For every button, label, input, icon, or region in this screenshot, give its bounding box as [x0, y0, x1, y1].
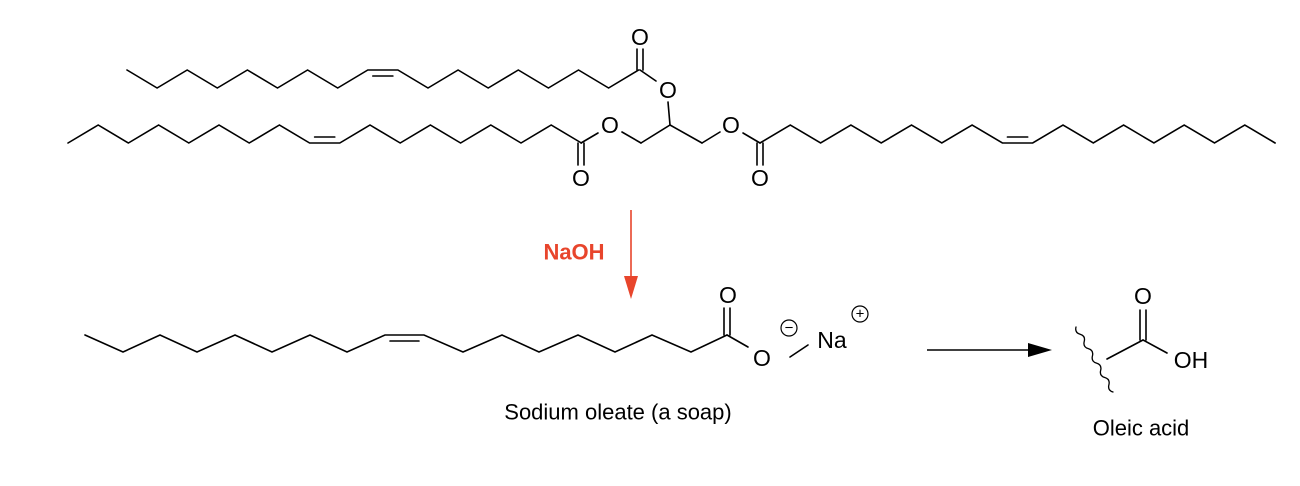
glycerol-bond: [667, 101, 671, 126]
positive-charge-sign: +: [856, 306, 865, 323]
naoh-reaction-arrow: NaOH: [543, 210, 638, 299]
sodium-oleate: O O − Na + Sodium oleate (a soap): [504, 282, 869, 425]
ester-bond: [639, 69, 657, 82]
bond-layer: [67, 48, 1276, 360]
right-carbonyl-oxygen: O: [751, 165, 769, 191]
arrow-head: [1028, 343, 1052, 357]
acid-hydroxyl: OH: [1174, 347, 1209, 373]
left-ester-oxygen: O: [601, 112, 619, 138]
reaction-arrow-head: [624, 276, 638, 299]
carboxylate-bond: [726, 334, 749, 348]
ionic-bond: [789, 344, 809, 358]
top-carbonyl-oxygen: O: [631, 24, 649, 50]
oleate-chain: [84, 334, 728, 353]
top-oleoyl-chain: [126, 69, 640, 89]
left-carbonyl-oxygen: O: [572, 165, 590, 191]
right-ester-oxygen: O: [722, 112, 740, 138]
wavy-bond-icon: [1075, 326, 1114, 393]
acid-bond: [1106, 339, 1144, 360]
left-oleoyl-chain: [67, 124, 583, 144]
acid-bond: [1142, 339, 1168, 354]
right-oleoyl-chain: [759, 124, 1276, 144]
acid-caption: Oleic acid: [1093, 416, 1190, 441]
ester-bond: [742, 132, 761, 144]
negative-charge-icon: [780, 319, 798, 337]
soap-carbonyl-oxygen: O: [719, 282, 737, 308]
positive-charge-icon: [851, 305, 869, 323]
protonation-arrow: [927, 343, 1052, 357]
oleic-acid: O OH Oleic acid: [1075, 283, 1209, 441]
soap-caption: Sodium oleate (a soap): [504, 400, 731, 425]
negative-charge-sign: −: [785, 320, 794, 337]
glycerol-bond: [669, 124, 703, 144]
glycerol-bond: [621, 131, 642, 144]
top-ester-oxygen: O: [659, 77, 677, 103]
glycerol-bond: [640, 124, 671, 144]
ester-bond: [580, 132, 599, 144]
acid-carbonyl-oxygen: O: [1134, 283, 1152, 309]
reagent-label: NaOH: [543, 240, 604, 265]
soap-anion-oxygen: O: [753, 345, 771, 371]
sodium-atom: Na: [817, 327, 847, 353]
triglyceride: O O O O O O: [572, 24, 769, 191]
glycerol-bond: [701, 131, 721, 144]
